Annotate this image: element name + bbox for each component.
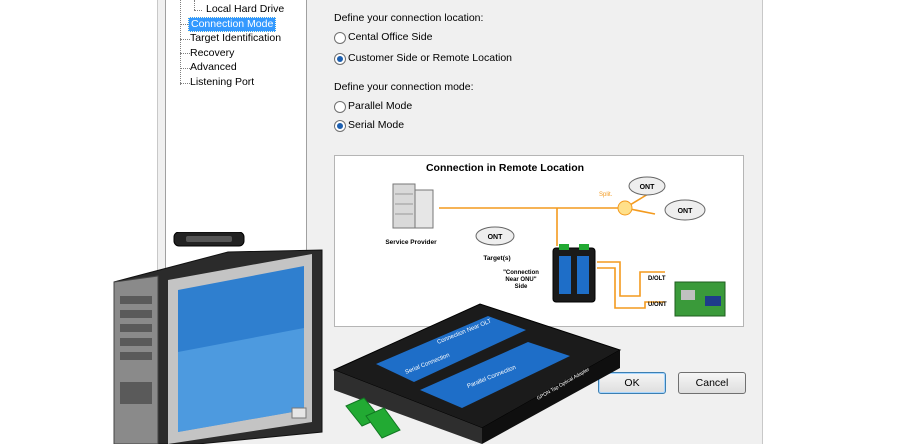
svg-text:ONT: ONT bbox=[678, 208, 694, 215]
tap-device-icon bbox=[552, 244, 596, 303]
splitter-icon bbox=[617, 200, 633, 216]
location-prompt: Define your connection location: bbox=[334, 12, 484, 24]
radio-central-office-label[interactable]: Cental Office Side bbox=[348, 31, 433, 43]
diagram-graphic: Connection in Remote Location Service Pr… bbox=[385, 162, 726, 317]
split-label: Split. bbox=[599, 192, 613, 198]
service-provider-label: Service Provider bbox=[385, 239, 437, 246]
tree-connector bbox=[194, 0, 195, 10]
tree-connector bbox=[180, 68, 190, 69]
uont-label: U/ONT bbox=[648, 302, 667, 308]
radio-serial-mode[interactable] bbox=[334, 120, 346, 132]
gpon-tap-adapter-image: Connection Near OLT Serial Connection Pa… bbox=[332, 303, 622, 444]
radio-central-office[interactable] bbox=[334, 32, 346, 44]
ont-icon: ONT bbox=[664, 199, 706, 221]
radio-customer-side-label[interactable]: Customer Side or Remote Location bbox=[348, 52, 512, 64]
radio-parallel-mode-label[interactable]: Parallel Mode bbox=[348, 100, 413, 112]
mode-prompt: Define your connection mode: bbox=[334, 81, 474, 93]
tree-item-advanced[interactable]: Advanced bbox=[190, 61, 237, 73]
radio-customer-side[interactable] bbox=[334, 53, 346, 65]
diagram-title: Connection in Remote Location bbox=[426, 162, 584, 174]
server-icon bbox=[392, 183, 434, 229]
portable-computer-image bbox=[113, 232, 323, 444]
tree-connector bbox=[180, 53, 190, 54]
connection-diagram: Connection in Remote Location Service Pr… bbox=[334, 155, 744, 327]
tree-item-local-hard-drive[interactable]: Local Hard Drive bbox=[206, 3, 285, 15]
network-card-icon bbox=[674, 281, 726, 317]
tree-item-target-identification[interactable]: Target Identification bbox=[190, 32, 282, 44]
targets-label: Target(s) bbox=[483, 255, 510, 262]
svg-text:ONT: ONT bbox=[488, 234, 504, 241]
dolt-label: D/OLT bbox=[648, 276, 666, 282]
ont-icon: ONT bbox=[628, 176, 666, 196]
ont-icon: ONT bbox=[475, 226, 515, 246]
tree-connector bbox=[180, 39, 190, 40]
tree-item-recovery[interactable]: Recovery bbox=[190, 47, 235, 59]
radio-parallel-mode[interactable] bbox=[334, 101, 346, 113]
cancel-button[interactable]: Cancel bbox=[678, 372, 746, 394]
radio-serial-mode-label[interactable]: Serial Mode bbox=[348, 119, 405, 131]
product-overlay: Connection Near OLT Serial Connection Pa… bbox=[113, 232, 622, 444]
tree-connector bbox=[180, 0, 181, 85]
svg-text:ONT: ONT bbox=[640, 184, 656, 191]
tree-item-listening-port[interactable]: Listening Port bbox=[190, 76, 255, 88]
ok-button[interactable]: OK bbox=[598, 372, 666, 394]
tree-connector bbox=[194, 10, 202, 11]
tree-connector bbox=[180, 83, 190, 84]
tree-item-connection-mode[interactable]: Connection Mode bbox=[188, 17, 277, 32]
tree-connector bbox=[180, 24, 190, 25]
